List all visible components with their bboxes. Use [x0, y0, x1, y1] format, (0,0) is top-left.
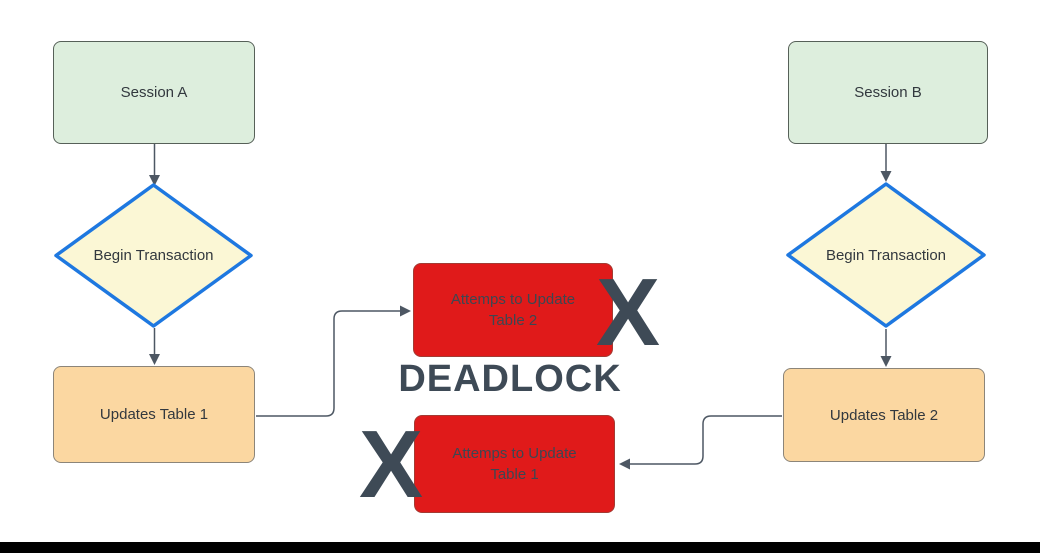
bottom-black-bar: [0, 542, 1040, 553]
node-session-b: Session B: [788, 41, 988, 144]
x-mark-icon-bottom: X: [358, 411, 424, 518]
node-begin-transaction-left-label: Begin Transaction: [93, 247, 214, 264]
connector-session-b-to-begin: [880, 144, 892, 182]
node-updates-table-1-label: Updates Table 1: [99, 406, 209, 423]
arrow-down-icon: [149, 354, 160, 365]
node-begin-transaction-left: Begin Transaction: [53, 182, 254, 329]
connector-begin-to-updates-t1: [149, 328, 160, 365]
node-session-a: Session A: [53, 41, 255, 144]
node-attempts-update-table-2-line2: Table 2: [488, 312, 538, 329]
node-updates-table-2: Updates Table 2: [783, 368, 985, 462]
connector-begin-to-updates-t2: [880, 329, 892, 367]
arrow-left-icon: [619, 458, 630, 470]
node-attempts-update-table-2: Attemps to Update Table 2: [413, 263, 613, 357]
node-session-a-label: Session A: [120, 84, 188, 101]
node-session-b-label: Session B: [854, 84, 922, 101]
node-attempts-update-table-2-line1: Attemps to Update: [450, 291, 576, 308]
arrow-down-icon: [880, 356, 892, 367]
node-attempts-update-table-1-line2: Table 1: [490, 466, 539, 483]
node-begin-transaction-right: Begin Transaction: [785, 181, 987, 329]
diamond-shape: [786, 182, 986, 328]
connector-session-a-to-begin: [149, 144, 160, 186]
arrow-right-icon: [400, 305, 411, 317]
node-updates-table-2-label: Updates Table 2: [829, 406, 939, 424]
x-mark-icon-top: X: [595, 259, 661, 366]
diamond-shape: [54, 183, 253, 328]
node-attempts-update-table-1: Attemps to Update Table 1: [414, 415, 615, 513]
connector-updates-t2-to-attempt-t1: [619, 415, 782, 470]
node-attempts-update-table-1-line1: Attemps to Update: [452, 445, 577, 462]
node-updates-table-1: Updates Table 1: [53, 366, 255, 463]
node-begin-transaction-right-label: Begin Transaction: [825, 246, 947, 264]
deadlock-label: DEADLOCK: [398, 358, 622, 400]
